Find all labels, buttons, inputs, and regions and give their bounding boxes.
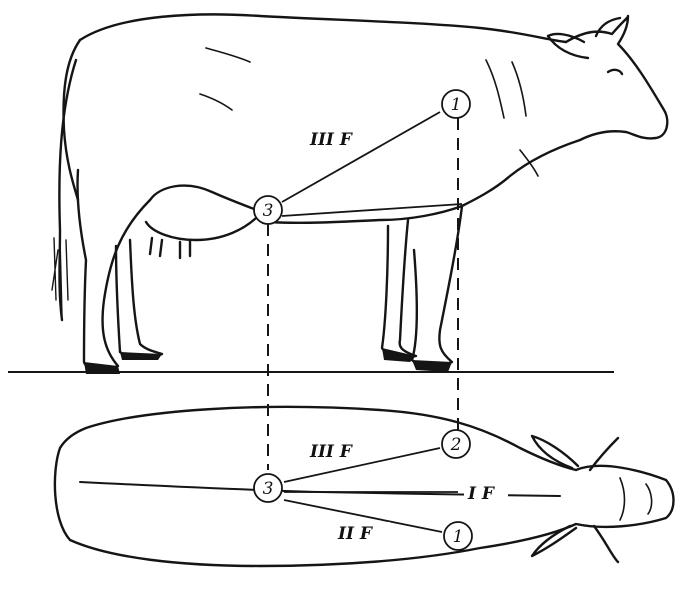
electrode-top-left: 1 [444,522,472,550]
cow-hind-leg-far [116,240,162,358]
cow-head-outline [566,16,667,140]
cow-back-outline [80,14,566,42]
electrode-side-udder: 3 [254,196,282,224]
lead-label-top-ii: II F [337,524,374,544]
electrode-top-udder: 3 [254,474,282,502]
lead-lines [282,112,462,532]
electrode-label: 3 [263,479,274,499]
projection-lines [268,118,458,470]
cow-neck-dewlap [462,140,580,206]
cow-ear [548,34,588,58]
cow-body-detail [200,48,538,176]
electrode-label: 2 [450,435,462,455]
cow-top-horns [590,438,618,562]
cow-udder [146,186,262,240]
electrode-side-withers: 1 [442,90,470,118]
cow-front-leg-near [412,206,462,366]
lead-label-side-iii: III F [309,130,354,150]
lead-line-side-iii [282,112,440,202]
electrode-label: 3 [263,201,274,221]
electrode-label: 1 [453,527,464,547]
cow-teats [150,238,190,258]
lead-label-top-iii: III F [309,442,354,462]
cow-eye [608,70,622,74]
lead-label-top-i: I F [467,484,496,504]
electrode-label: 1 [451,95,462,115]
cow-side-view [52,14,667,374]
electrode-top-right: 2 [442,430,470,458]
cow-top-muzzle [620,478,652,520]
cow-front-leg-far [382,220,416,357]
